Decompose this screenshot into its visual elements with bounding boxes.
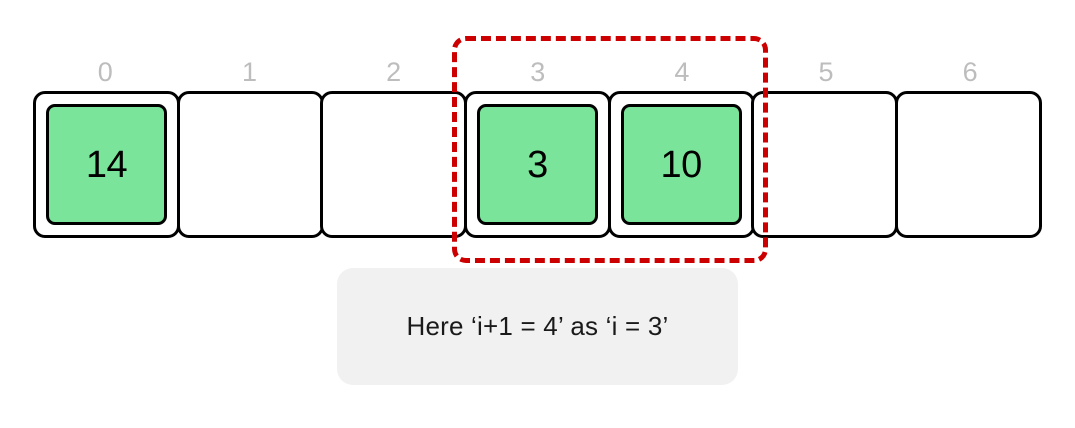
index-label-3: 3	[530, 57, 545, 87]
array-cell-3[interactable]: 3	[463, 91, 612, 238]
array-cells: 14 3 10	[33, 91, 1042, 238]
index-label-row: 0 1 2 3 4 5 6	[33, 57, 1042, 87]
array-cell-1[interactable]	[176, 91, 324, 238]
cell-value-0: 14	[46, 104, 168, 225]
array-cell-2[interactable]	[320, 91, 468, 238]
cell-value-3: 3	[476, 104, 599, 225]
index-label-2: 2	[386, 57, 401, 87]
index-label-1: 1	[241, 57, 257, 87]
index-label-6: 6	[962, 57, 978, 87]
index-label-4: 4	[674, 57, 689, 87]
cell-value-2	[333, 104, 454, 225]
array-cell-0[interactable]: 14	[33, 91, 181, 238]
index-label-5: 5	[818, 57, 834, 87]
cell-value-6	[908, 104, 1029, 225]
cell-value-1	[190, 104, 311, 225]
array-cell-6[interactable]	[894, 91, 1042, 238]
cell-value-5	[764, 104, 885, 225]
cell-value-4: 10	[620, 104, 742, 225]
caption-pill: Here ‘i+1 = 4’ as ‘i = 3’	[337, 268, 738, 385]
array-cell-4[interactable]: 10	[607, 91, 755, 238]
array-cell-5[interactable]	[751, 91, 899, 238]
caption-text: Here ‘i+1 = 4’ as ‘i = 3’	[406, 311, 669, 341]
index-label-0: 0	[97, 57, 113, 87]
